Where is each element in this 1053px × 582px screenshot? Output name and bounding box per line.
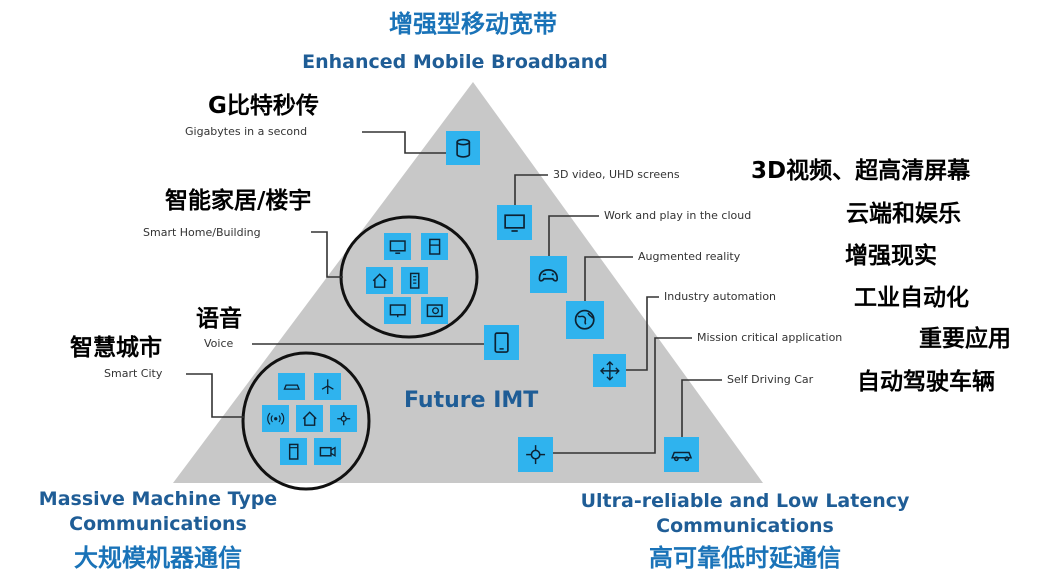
tablet-icon — [484, 325, 519, 360]
gigabytes-connector — [362, 131, 446, 154]
database-icon — [446, 131, 480, 165]
mmtc-title-en-line2: Communications — [69, 513, 247, 535]
smart-home-connector — [311, 231, 343, 278]
ar-connector — [584, 256, 633, 301]
signal-icon — [262, 405, 289, 432]
cloud-label-cn: 云端和娱乐 — [846, 201, 961, 227]
video-3d-connector — [514, 174, 548, 205]
meter-icon — [280, 438, 307, 465]
cloud-connector — [548, 215, 599, 256]
fridge-icon — [421, 233, 448, 260]
camera-icon — [314, 438, 341, 465]
arrows-icon — [593, 354, 626, 387]
display-icon — [384, 297, 411, 324]
smart-home-label-en: Smart Home/Building — [143, 226, 261, 239]
gamepad-icon — [530, 256, 567, 293]
ar-label-cn: 增强现实 — [845, 243, 937, 269]
self-driving-label-cn: 自动驾驶车辆 — [857, 369, 995, 395]
future-imt-label: Future IMT — [404, 388, 539, 413]
industry-connector — [626, 296, 659, 371]
self-driving-label-en: Self Driving Car — [727, 373, 814, 386]
monitor-icon — [497, 205, 532, 240]
smart-home-label-cn: 智能家居/楼宇 — [165, 188, 312, 214]
building-icon — [401, 267, 428, 294]
urllc-title-en-line2: Communications — [656, 515, 834, 537]
wind-turbine-icon — [314, 373, 341, 400]
industry-label-cn: 工业自动化 — [854, 285, 969, 311]
home-icon — [366, 267, 393, 294]
washer-icon — [421, 297, 448, 324]
car-icon — [664, 437, 699, 472]
mission-label-cn: 重要应用 — [919, 326, 1011, 352]
industry-label-en: Industry automation — [664, 290, 777, 303]
embb-title-cn: 增强型移动宽带 — [389, 10, 557, 38]
embb-title-en: Enhanced Mobile Broadband — [302, 51, 608, 73]
smart-city-label-en: Smart City — [104, 367, 163, 380]
video-3d-label-en: 3D video, UHD screens — [553, 168, 680, 181]
smart-city-ellipse — [241, 351, 371, 491]
urllc-title-en-line1: Ultra-reliable and Low Latency — [580, 490, 910, 512]
gigabytes-label-cn: G比特秒传 — [208, 93, 319, 119]
mission-label-en: Mission critical application — [697, 331, 843, 344]
city-home-icon — [296, 405, 323, 432]
mmtc-title-cn: 大规模机器通信 — [74, 544, 242, 572]
video-3d-label-cn: 3D视频、超高清屏幕 — [751, 158, 971, 184]
mmtc-title-en-line1: Massive Machine Type — [38, 488, 278, 510]
gigabytes-label-en: Gigabytes in a second — [185, 125, 308, 138]
mission-connector — [553, 337, 692, 454]
ar-label-en: Augmented reality — [638, 250, 741, 263]
globe-icon — [566, 301, 604, 339]
smart-city-label-cn: 智慧城市 — [70, 335, 162, 361]
tv-icon — [384, 233, 411, 260]
cloud-label-en: Work and play in the cloud — [604, 209, 752, 222]
urllc-title-cn: 高可靠低时延通信 — [649, 544, 841, 572]
network-icon — [330, 405, 357, 432]
smart-city-connector — [186, 373, 244, 418]
car-sensor-icon — [278, 373, 305, 400]
drone-icon — [518, 437, 553, 472]
voice-label-en: Voice — [204, 337, 234, 350]
self-driving-connector — [681, 379, 722, 437]
voice-label-cn: 语音 — [196, 306, 242, 332]
